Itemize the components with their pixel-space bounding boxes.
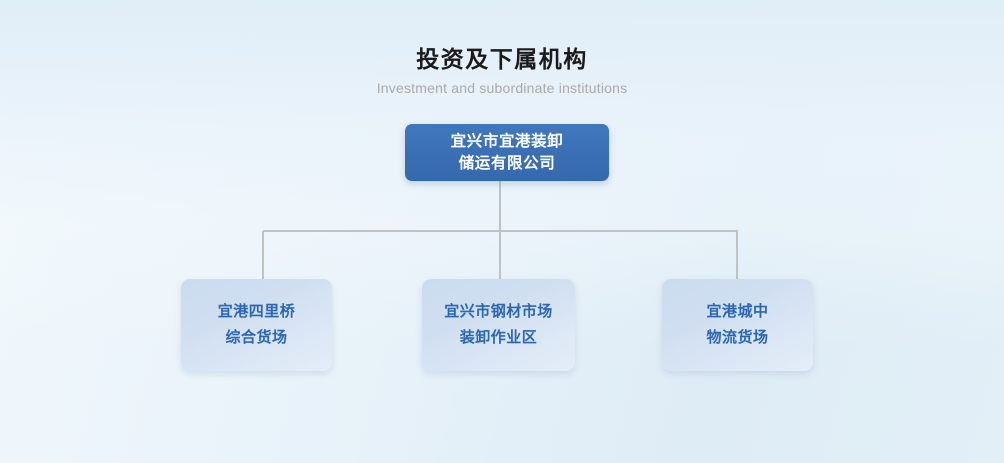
org-node-child-3[interactable]: 宜港城中 物流货场 <box>662 279 813 371</box>
org-node-child-3-line2: 物流货场 <box>706 329 769 346</box>
connector-root-vertical <box>499 181 501 231</box>
connector-child-3-vertical <box>736 231 738 280</box>
org-node-child-1-line1: 宜港四里桥 <box>217 303 296 320</box>
page-header: 投资及下属机构 Investment and subordinate insti… <box>0 44 1004 98</box>
connector-child-1-vertical <box>262 231 264 280</box>
org-node-child-1-line2: 综合货场 <box>225 329 288 346</box>
org-node-child-2-line1: 宜兴市钢材市场 <box>444 303 553 320</box>
org-node-root[interactable]: 宜兴市宜港装卸 储运有限公司 <box>405 124 609 181</box>
org-node-child-2-line2: 装卸作业区 <box>459 329 538 346</box>
org-node-root-line2: 储运有限公司 <box>458 154 556 172</box>
page-title: 投资及下属机构 <box>416 46 588 72</box>
page-subtitle: Investment and subordinate institutions <box>376 80 628 96</box>
org-node-root-line1: 宜兴市宜港装卸 <box>450 132 564 150</box>
org-node-child-3-line1: 宜港城中 <box>706 303 769 320</box>
connector-horizontal-bus <box>263 230 738 232</box>
org-node-child-2[interactable]: 宜兴市钢材市场 装卸作业区 <box>422 279 575 371</box>
org-node-child-1[interactable]: 宜港四里桥 综合货场 <box>181 279 332 371</box>
connector-child-2-vertical <box>499 231 501 280</box>
